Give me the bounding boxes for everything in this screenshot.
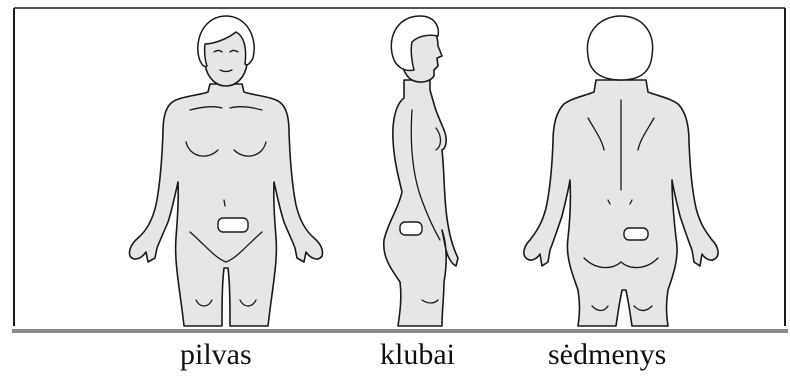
side-patch-hip — [400, 222, 422, 235]
back-patch-buttock — [624, 228, 648, 240]
front-body — [129, 84, 322, 326]
label-abdomen: pilvas — [180, 338, 252, 372]
back-figure — [524, 16, 718, 326]
front-patch-abdomen — [218, 218, 248, 232]
side-figure — [384, 16, 458, 326]
front-figure — [129, 16, 322, 326]
back-hair — [587, 16, 652, 80]
label-buttocks: sėdmenys — [548, 338, 666, 372]
side-body — [384, 80, 458, 326]
label-hips: klubai — [380, 338, 455, 372]
